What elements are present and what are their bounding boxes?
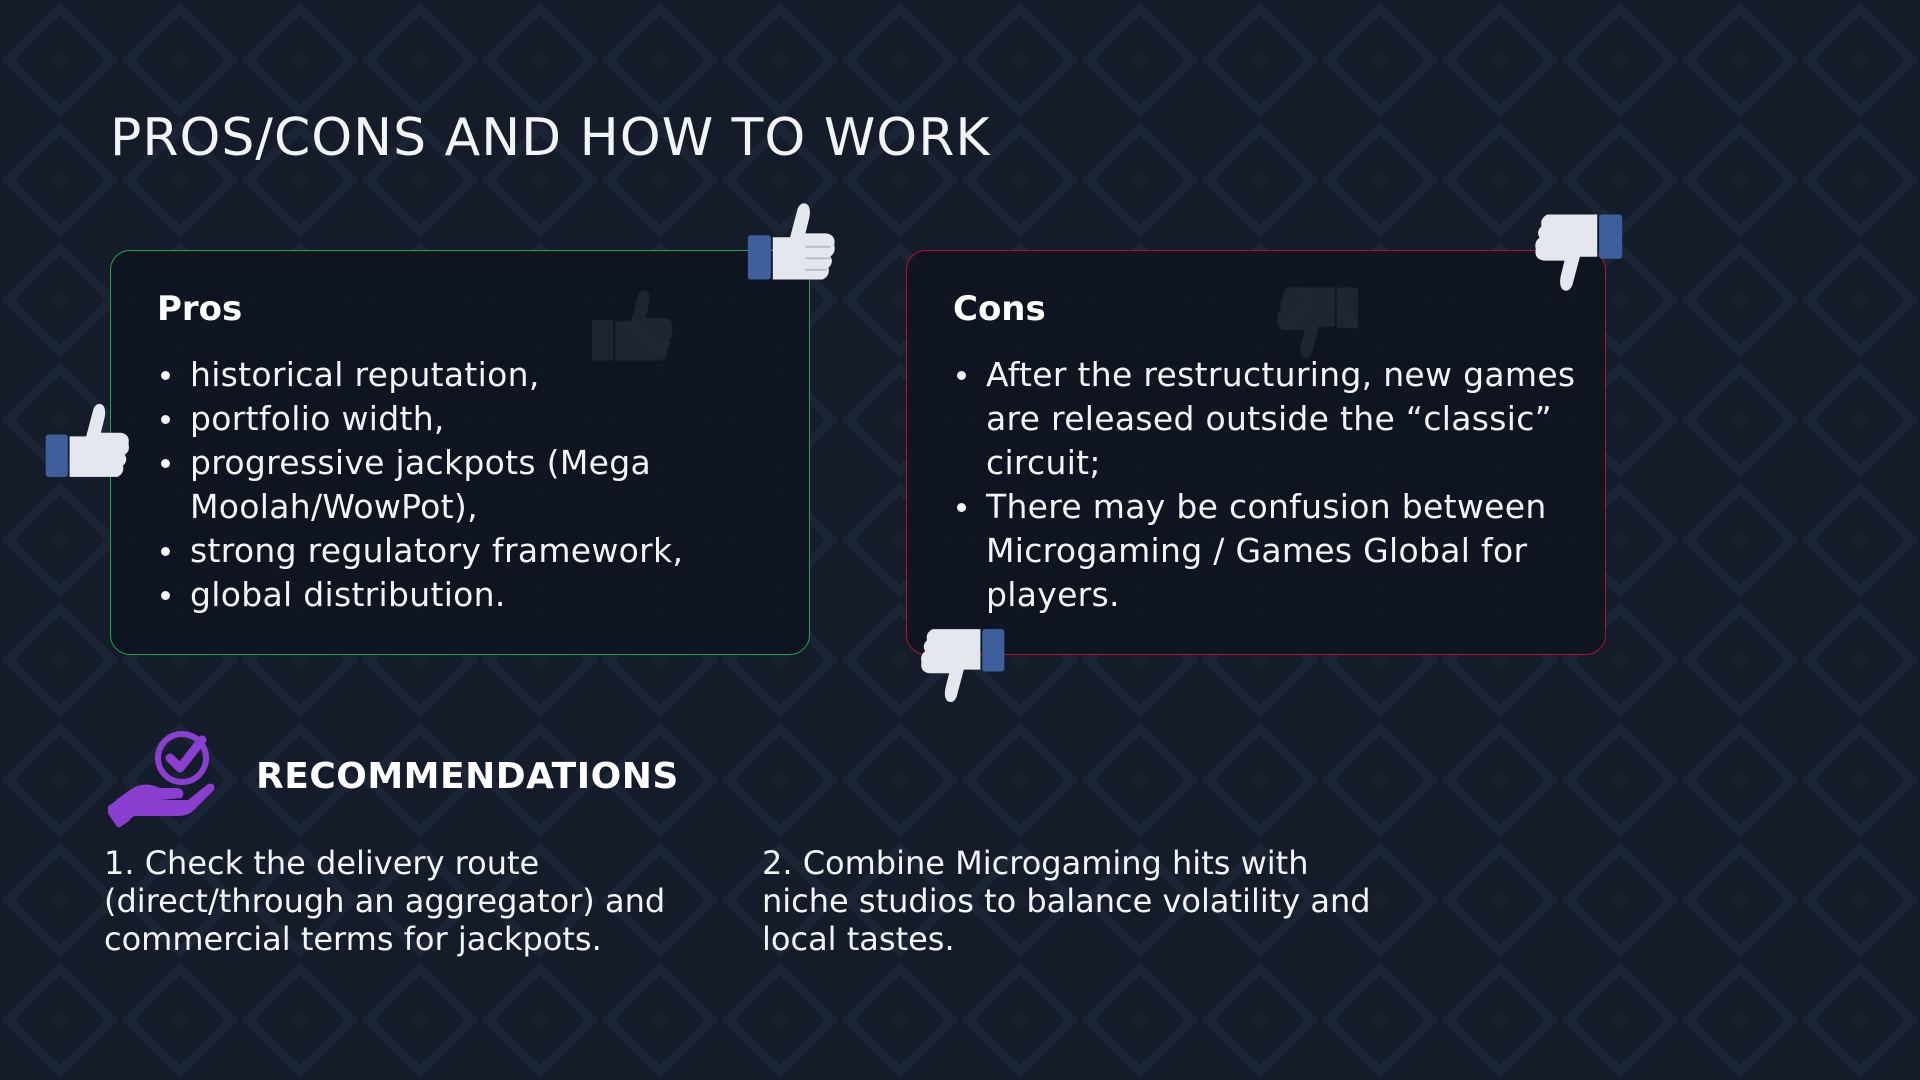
cons-list: After the restructuring, new games are r… <box>953 353 1585 617</box>
pros-card: Pros historical reputation, portfolio wi… <box>110 250 810 655</box>
pros-item: global distribution. <box>157 573 789 617</box>
hand-checkmark-icon <box>108 731 215 828</box>
thumbs-down-icon <box>1535 214 1623 291</box>
pros-heading: Pros <box>157 289 243 329</box>
thumbs-up-icon <box>747 203 835 280</box>
thumbs-down-icon <box>921 629 1005 703</box>
cons-item: After the restructuring, new games are r… <box>953 353 1585 485</box>
pros-item: portfolio width, <box>157 397 789 441</box>
pros-item: historical reputation, <box>157 353 789 397</box>
recommendations-heading: RECOMMENDATIONS <box>256 756 679 797</box>
pros-list: historical reputation, portfolio width, … <box>157 353 789 617</box>
pros-item: strong regulatory framework, <box>157 529 789 573</box>
pros-item: progressive jackpots (Mega Moolah/WowPot… <box>157 441 789 529</box>
page-title: PROS/CONS AND HOW TO WORK <box>110 108 991 168</box>
recommendation-item: 1. Check the delivery route (direct/thro… <box>104 844 666 958</box>
cons-card: Cons After the restructuring, new games … <box>906 250 1606 655</box>
thumbs-up-icon <box>592 290 673 361</box>
thumbs-up-icon <box>45 403 129 477</box>
cons-heading: Cons <box>953 289 1046 329</box>
thumbs-down-icon <box>1277 287 1358 358</box>
recommendation-item: 2. Combine Microgaming hits with niche s… <box>762 844 1371 958</box>
cons-item: There may be confusion between Microgami… <box>953 485 1585 617</box>
